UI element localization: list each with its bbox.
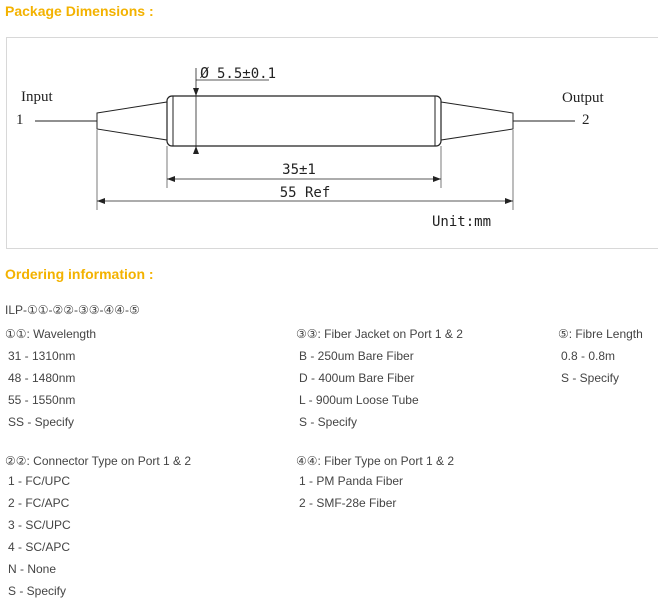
connector-type-option: 1 - FC/UPC	[8, 474, 71, 488]
fiber-type-group-header: ④④: Fiber Type on Port 1 & 2	[296, 454, 455, 468]
total-length-label: 55 Ref	[280, 185, 331, 201]
input-label: Input	[21, 89, 53, 105]
wavelength-option: SS - Specify	[8, 415, 75, 429]
part-number-code: ILP-①①-②②-③③-④④-⑤	[5, 303, 140, 317]
input-boot	[96, 101, 168, 141]
fiber-type-option: 2 - SMF-28e Fiber	[299, 496, 397, 510]
fiber-jacket-option: B - 250um Bare Fiber	[299, 349, 414, 363]
connector-type-option: 3 - SC/UPC	[8, 518, 71, 532]
input-port-number: 1	[16, 112, 24, 128]
connector-type-option: N - None	[8, 562, 57, 576]
dimension-diagram: Ø 5.5±0.1 35±1 55 Ref Input 1 Output 2 U…	[16, 64, 605, 230]
diameter-symbol: Ø	[200, 64, 209, 82]
fiber-jacket-group-header: ③③: Fiber Jacket on Port 1 & 2	[296, 327, 463, 341]
ordering-information-heading: Ordering information :	[5, 266, 154, 282]
connector-type-option: S - Specify	[8, 584, 67, 598]
connector-type-option: 2 - FC/APC	[8, 496, 70, 510]
connector-type-group-header: ②②: Connector Type on Port 1 & 2	[5, 454, 192, 468]
fiber-type-option: 1 - PM Panda Fiber	[299, 474, 404, 488]
package-drawing: Ø 5.5±0.1 35±1 55 Ref Input 1 Output 2 U…	[6, 37, 658, 249]
wavelength-option: 55 - 1550nm	[8, 393, 76, 407]
body-length-label: 35±1	[282, 162, 316, 178]
fiber-jacket-option: L - 900um Loose Tube	[299, 393, 419, 407]
fibre-length-option: 0.8 - 0.8m	[561, 349, 616, 363]
package-dimensions-heading: Package Dimensions :	[5, 3, 154, 19]
output-port-number: 2	[582, 112, 590, 128]
fibre-length-option: S - Specify	[561, 371, 620, 385]
wavelength-option: 31 - 1310nm	[8, 349, 76, 363]
wavelength-option: 48 - 1480nm	[8, 371, 76, 385]
fibre-length-group-header: ⑤: Fibre Length	[558, 327, 643, 341]
connector-type-option: 4 - SC/APC	[8, 540, 71, 554]
output-label: Output	[562, 90, 605, 106]
output-boot	[440, 101, 514, 141]
device-body	[166, 95, 442, 147]
diameter-label: 5.5±0.1	[217, 66, 276, 82]
fiber-jacket-option: D - 400um Bare Fiber	[299, 371, 415, 385]
wavelength-group-header: ①①: Wavelength	[5, 327, 97, 341]
unit-label: Unit:mm	[432, 214, 491, 230]
fiber-jacket-option: S - Specify	[299, 415, 358, 429]
